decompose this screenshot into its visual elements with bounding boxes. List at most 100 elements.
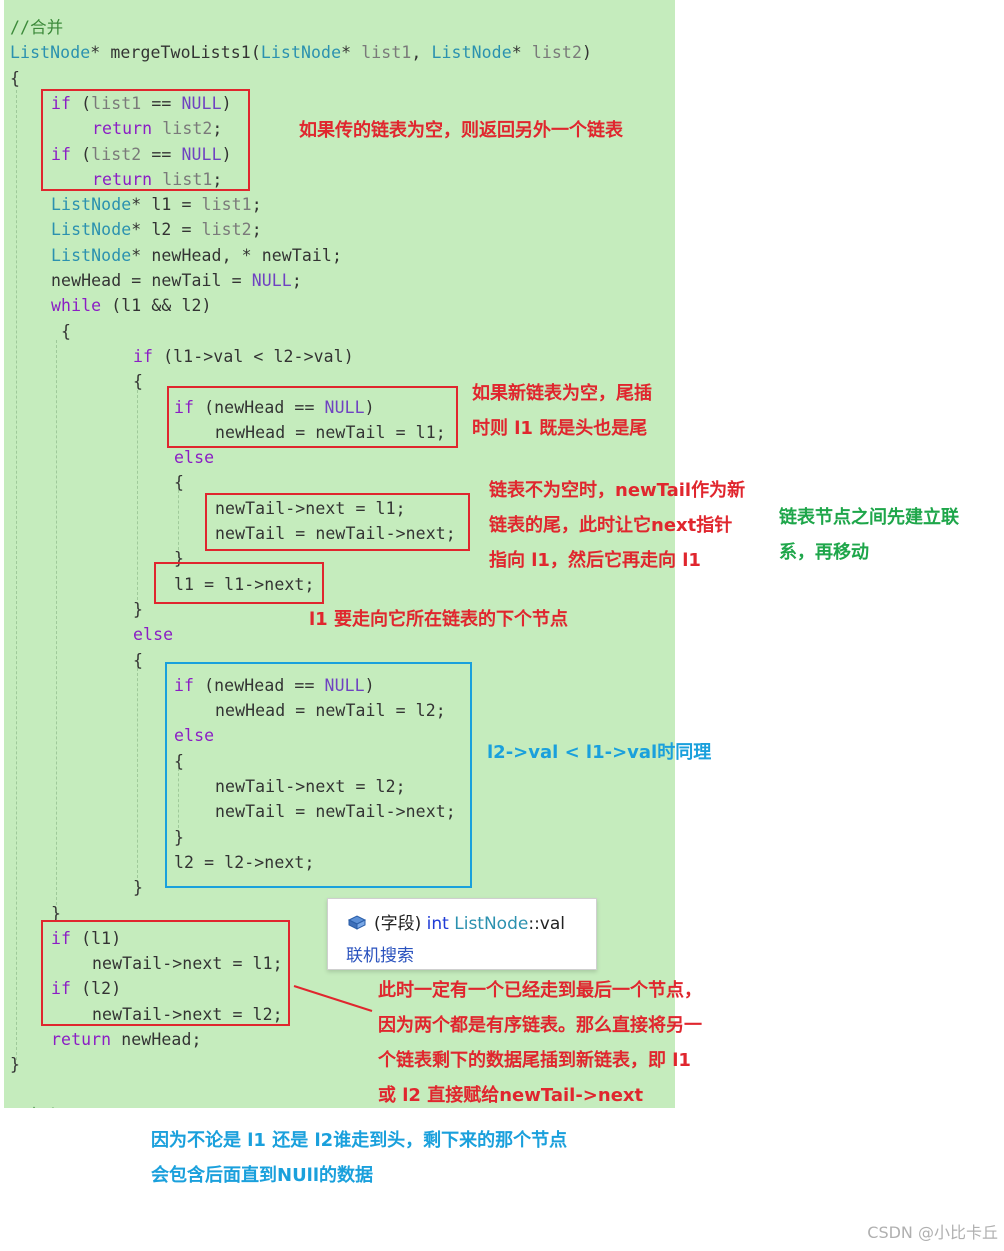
code-line: {: [174, 749, 184, 774]
code-token: (l1 && l2): [101, 296, 212, 316]
code-token: else: [174, 726, 215, 746]
code-token: ;: [251, 195, 262, 215]
annotation-link-first-line1: 链表节点之间先建立联: [779, 507, 959, 528]
code-token: else: [133, 625, 174, 645]
code-token: list2: [531, 43, 582, 63]
code-token: NULL: [181, 144, 222, 164]
code-line: ListNode* l2 = list2;: [51, 217, 262, 242]
code-token: ): [582, 43, 593, 63]
indent-guide: [16, 90, 17, 1060]
annotation-link-first-line2: 系，再移动: [779, 542, 869, 563]
code-token: ): [221, 144, 232, 164]
code-token: ;: [212, 169, 223, 189]
code-line: newTail->next = l1;: [92, 951, 283, 976]
code-token: if: [174, 675, 195, 695]
code-line: newTail->next = l2;: [215, 774, 406, 799]
code-token: {: [133, 650, 144, 670]
code-line: if (list1 == NULL): [51, 91, 232, 116]
code-token: (newHead ==: [194, 675, 325, 695]
indent-guide: [137, 668, 138, 878]
annotation-rest-line4: 或 l2 直接赋给newTail->next: [378, 1085, 644, 1106]
code-line: if (l2): [51, 976, 121, 1001]
indent-guide: [178, 768, 179, 828]
code-token: NULL: [324, 397, 365, 417]
code-line: //打印: [10, 1103, 63, 1108]
code-token: list2: [91, 144, 142, 164]
code-line: }: [174, 546, 184, 571]
code-token: list1: [361, 43, 412, 63]
code-line: return list2;: [92, 116, 222, 141]
code-token: * newHead, * newTail;: [131, 245, 342, 265]
code-token: NULL: [251, 271, 292, 290]
annotation-l2-same: l2->val < l1->val时同理: [487, 742, 712, 763]
code-token: ListNode: [51, 245, 132, 265]
code-token: return: [92, 169, 153, 189]
code-token: newTail->next = l2;: [92, 1004, 283, 1024]
annotation-rest-line3: 个链表剩下的数据尾插到新链表，即 l1: [378, 1050, 691, 1071]
online-search-link[interactable]: 联机搜索: [346, 946, 414, 966]
code-token: (: [71, 144, 92, 164]
code-token: }: [133, 599, 144, 619]
code-token: ,: [411, 43, 432, 63]
code-token: (: [71, 93, 92, 113]
code-line: newHead = newTail = l2;: [215, 698, 446, 723]
code-token: ListNode: [51, 195, 132, 215]
annotation-l1-next: l1 要走向它所在链表的下个节点: [309, 609, 568, 630]
code-token: * l1 =: [131, 195, 202, 215]
code-token: //打印: [10, 1106, 63, 1108]
code-token: ListNode: [260, 43, 342, 63]
code-line: ListNode* newHead, * newTail;: [51, 243, 342, 268]
annotation-rest-line2: 因为两个都是有序链表。那么直接将另一: [378, 1015, 702, 1036]
code-line: if (list2 == NULL): [51, 142, 232, 167]
code-token: return: [92, 119, 153, 139]
code-line: {: [51, 319, 71, 344]
annotation-not-empty-line2: 链表的尾，此时让它next指针: [489, 515, 733, 536]
code-token: //合并: [10, 18, 64, 37]
field-icon: [346, 913, 368, 936]
code-token: list2: [162, 119, 213, 139]
code-token: (newHead ==: [194, 397, 325, 417]
code-token: }: [10, 1055, 21, 1075]
code-token: ): [221, 93, 232, 113]
code-token: list1: [201, 195, 252, 215]
code-line: if (newHead == NULL): [174, 673, 375, 698]
code-token: * mergeTwoLists1(: [90, 43, 261, 63]
code-line: {: [174, 470, 184, 495]
code-line: newTail->next = l2;: [92, 1002, 283, 1027]
indent-guide: [56, 340, 57, 905]
code-token: if: [133, 346, 154, 366]
code-token: (l1->val < l2->val): [153, 346, 354, 366]
code-line: newTail = newTail->next;: [215, 799, 456, 824]
code-token: NULL: [181, 93, 222, 113]
code-token: newHead = newTail =: [51, 271, 252, 290]
annotation-reason-line2: 会包含后面直到NUll的数据: [151, 1165, 374, 1186]
code-token: return: [51, 1030, 112, 1049]
code-token: *: [511, 43, 532, 63]
code-token: newTail->next = l1;: [92, 954, 283, 974]
tooltip-member: ::val: [528, 914, 565, 934]
hover-tooltip: (字段) int ListNode::val 联机搜索: [327, 898, 597, 970]
code-line: }: [133, 875, 143, 900]
indent-guide: [137, 390, 138, 600]
code-line: else: [174, 723, 214, 748]
code-token: if: [51, 928, 72, 948]
code-token: l1 = l1->next;: [174, 574, 315, 594]
code-line: else: [133, 622, 173, 647]
remaining-list-box: [41, 920, 290, 1026]
code-token: ==: [141, 93, 182, 113]
code-token: *: [341, 43, 362, 63]
code-line: ListNode* l1 = list1;: [51, 192, 262, 217]
code-token: if: [51, 979, 72, 999]
annotation-rest-line1: 此时一定有一个已经走到最后一个节点，: [378, 980, 702, 1001]
code-token: ;: [291, 271, 302, 290]
annotation-not-empty-line1: 链表不为空时，newTail作为新: [489, 480, 746, 501]
code-token: ;: [212, 119, 223, 139]
l1-advance-box: [154, 562, 324, 604]
annotation-empty-list: 如果传的链表为空，则返回另外一个链表: [299, 120, 623, 141]
tooltip-keyword: int: [426, 914, 449, 934]
code-line: l1 = l1->next;: [174, 572, 314, 597]
code-token: newTail = newTail->next;: [215, 802, 456, 822]
annotation-new-empty-line1: 如果新链表为空，尾插: [472, 383, 652, 404]
code-line: if (l1): [51, 926, 121, 951]
code-token: newHead = newTail = l1;: [215, 422, 446, 442]
